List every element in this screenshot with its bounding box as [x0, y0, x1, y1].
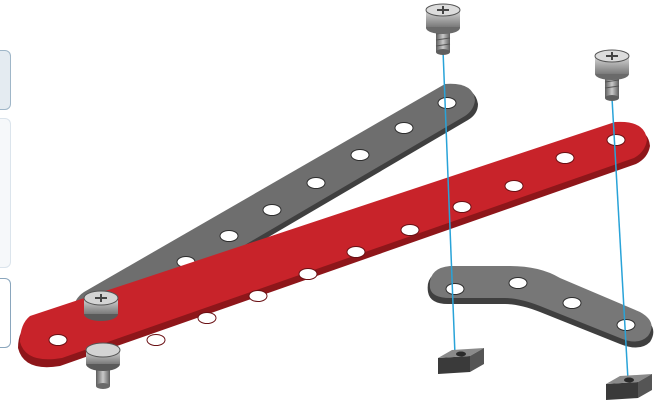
bolt-icon — [595, 50, 629, 101]
strip-hole — [263, 205, 281, 216]
strip-hole — [299, 269, 317, 280]
strip-hole — [220, 231, 238, 242]
strip-hole — [438, 98, 456, 109]
strip-hole — [505, 181, 523, 192]
nut-icon — [438, 348, 484, 374]
strip-hole — [49, 335, 67, 346]
strip-hole — [249, 291, 267, 302]
pivot-bolt-upper — [84, 291, 118, 321]
strip-hole — [147, 335, 165, 346]
pivot-bolt-lower — [86, 343, 120, 389]
strip-hole — [556, 153, 574, 164]
strip-hole — [453, 202, 471, 213]
strip-hole — [395, 123, 413, 134]
nut-icon — [606, 374, 652, 400]
angle-bracket — [428, 266, 654, 348]
bracket-hole — [509, 278, 527, 289]
bolt-icon — [426, 4, 460, 55]
strip-hole — [307, 178, 325, 189]
strip-hole — [607, 135, 625, 146]
strip-hole — [351, 150, 369, 161]
strip-hole — [198, 313, 216, 324]
strip-hole — [347, 247, 365, 258]
bracket-hole — [617, 320, 635, 331]
strip-hole — [401, 225, 419, 236]
bracket-hole — [563, 298, 581, 309]
bracket-hole — [446, 284, 464, 295]
